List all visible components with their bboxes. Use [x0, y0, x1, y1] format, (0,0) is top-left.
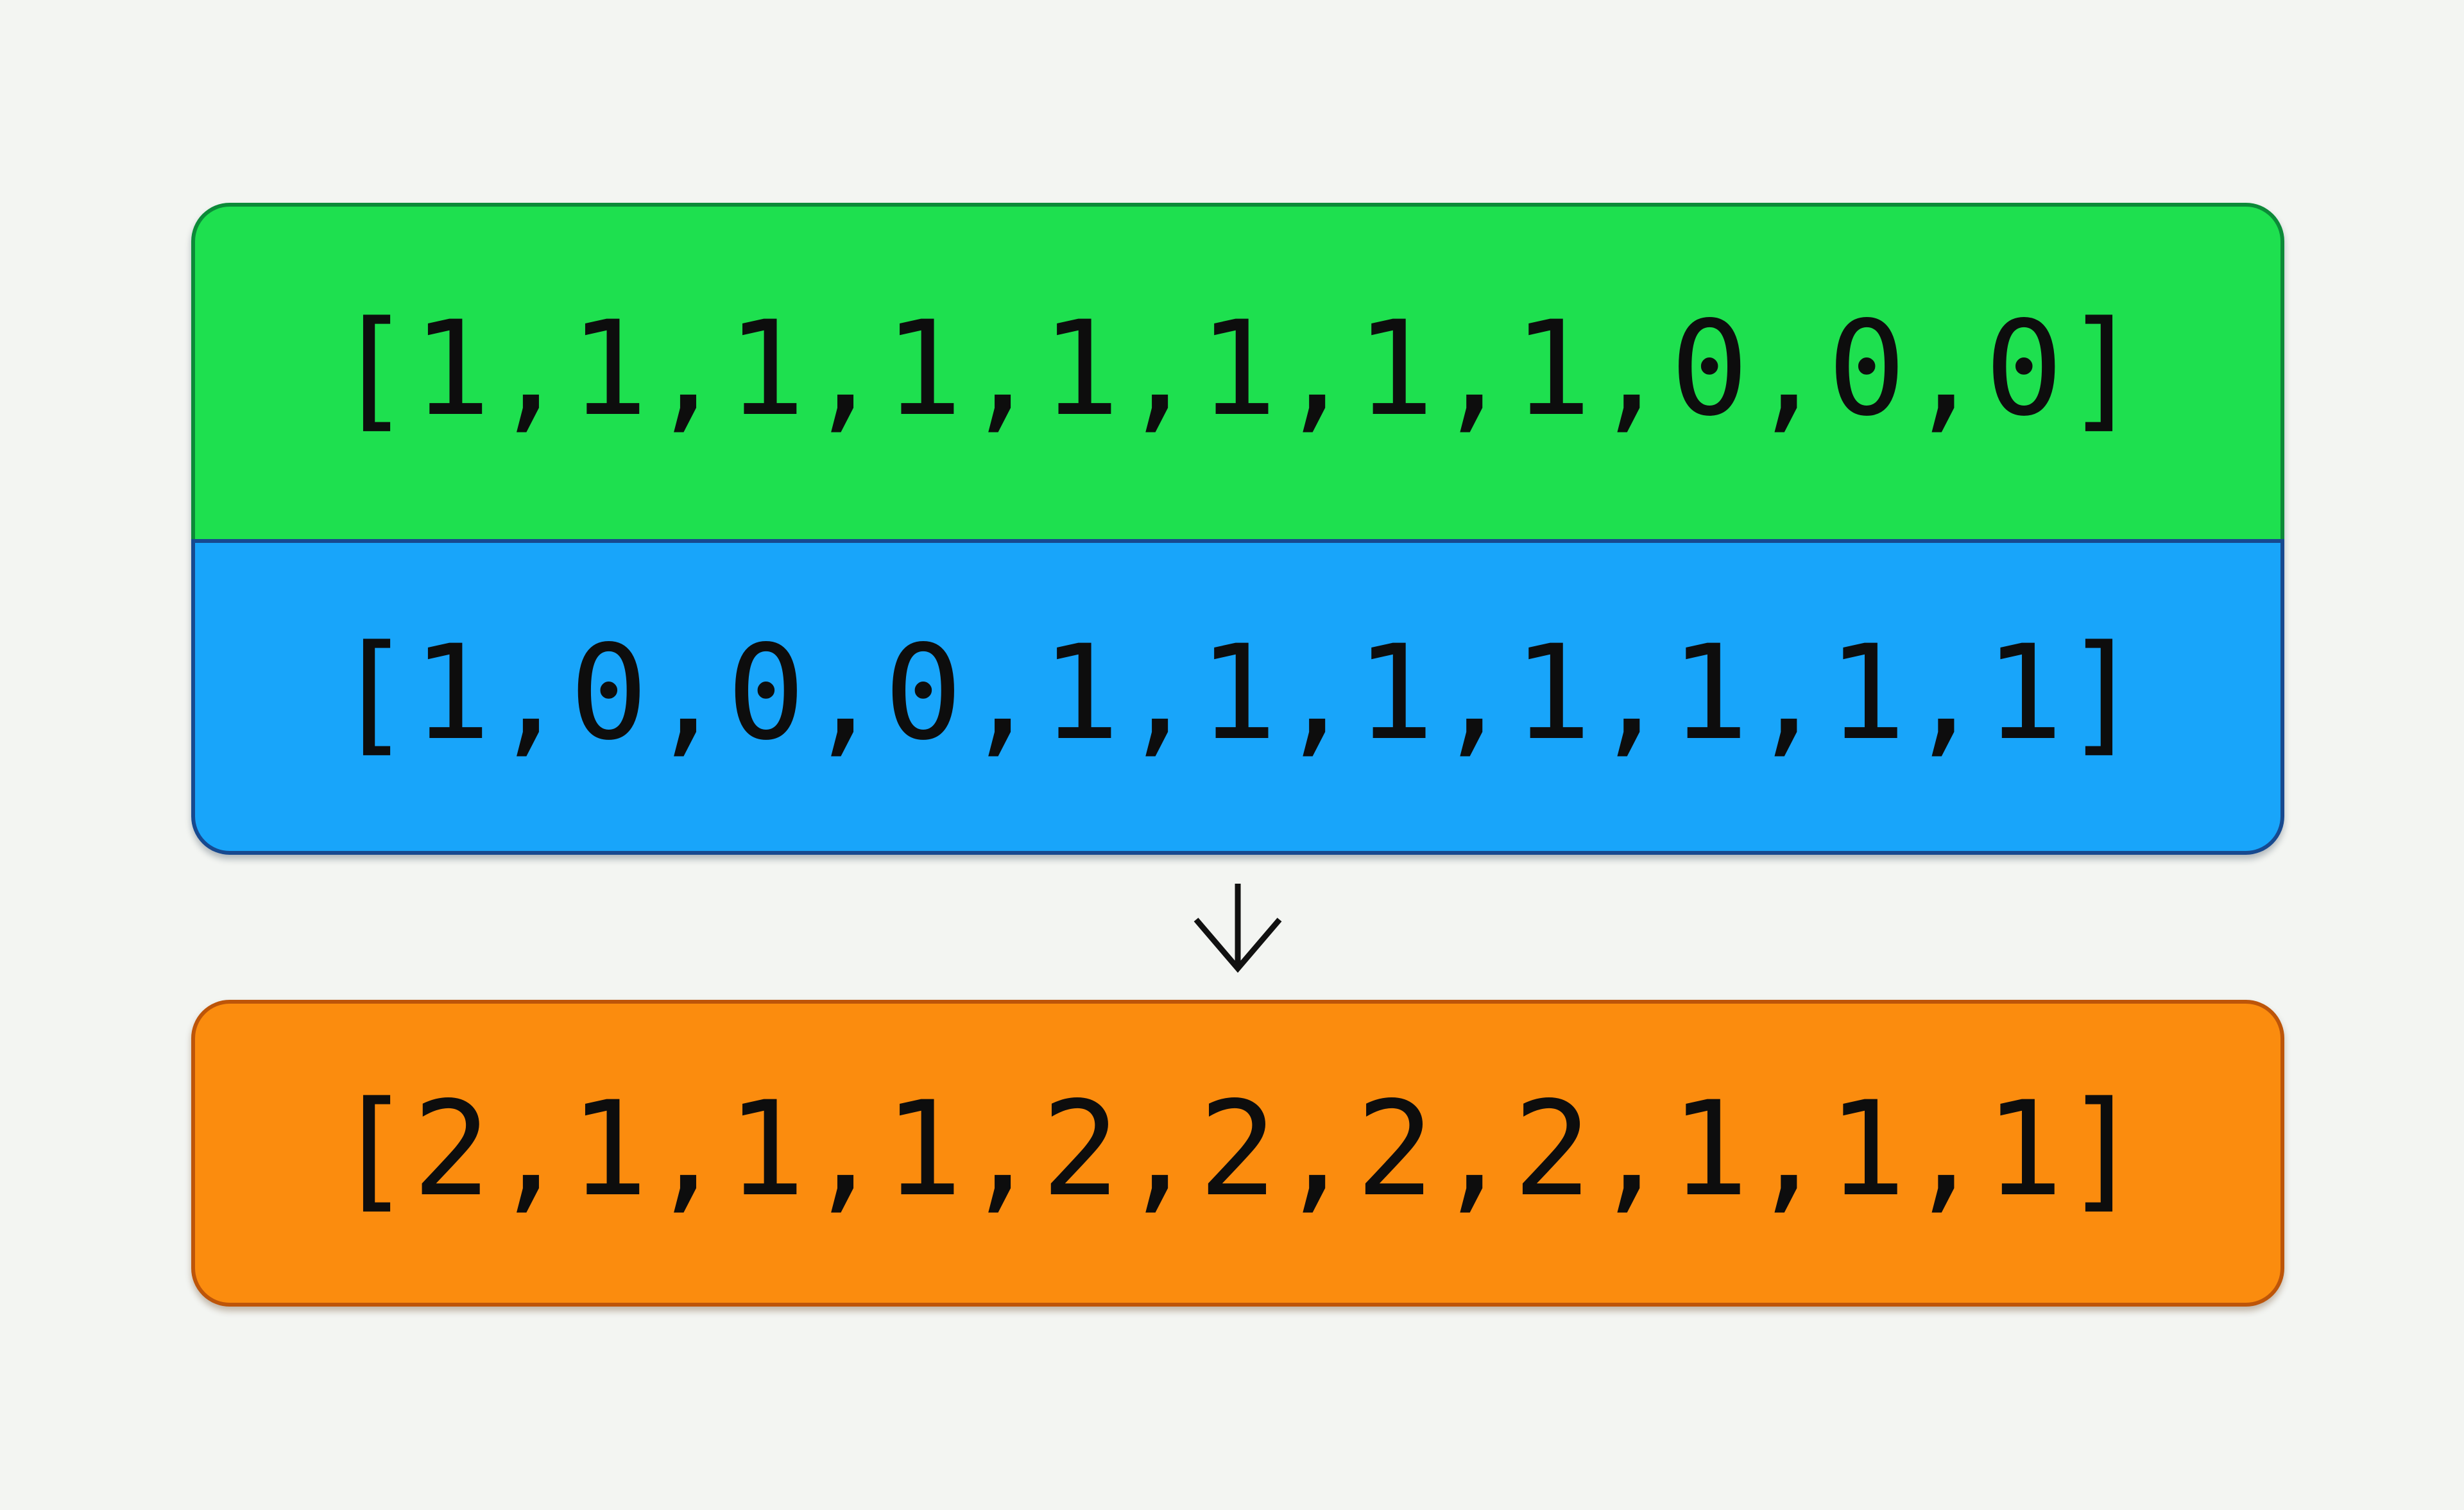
array-a-box: [1,1,1,1,1,1,1,1,0,0,0]	[191, 203, 2285, 540]
result-array-box: [2,1,1,1,2,2,2,2,1,1,1]	[191, 1000, 2285, 1307]
input-arrays-stack: [1,1,1,1,1,1,1,1,0,0,0] [1,0,0,0,1,1,1,1…	[191, 203, 2285, 855]
diagram-column: [1,1,1,1,1,1,1,1,0,0,0] [1,0,0,0,1,1,1,1…	[191, 203, 2285, 1307]
array-b-box: [1,0,0,0,1,1,1,1,1,1,1]	[191, 539, 2285, 855]
array-a-text: [1,1,1,1,1,1,1,1,0,0,0]	[333, 292, 2143, 445]
down-arrow-icon	[1194, 884, 1282, 974]
array-b-text: [1,0,0,0,1,1,1,1,1,1,1]	[333, 616, 2143, 769]
result-array-text: [2,1,1,1,2,2,2,2,1,1,1]	[333, 1072, 2143, 1225]
operator-row	[191, 855, 2284, 1000]
